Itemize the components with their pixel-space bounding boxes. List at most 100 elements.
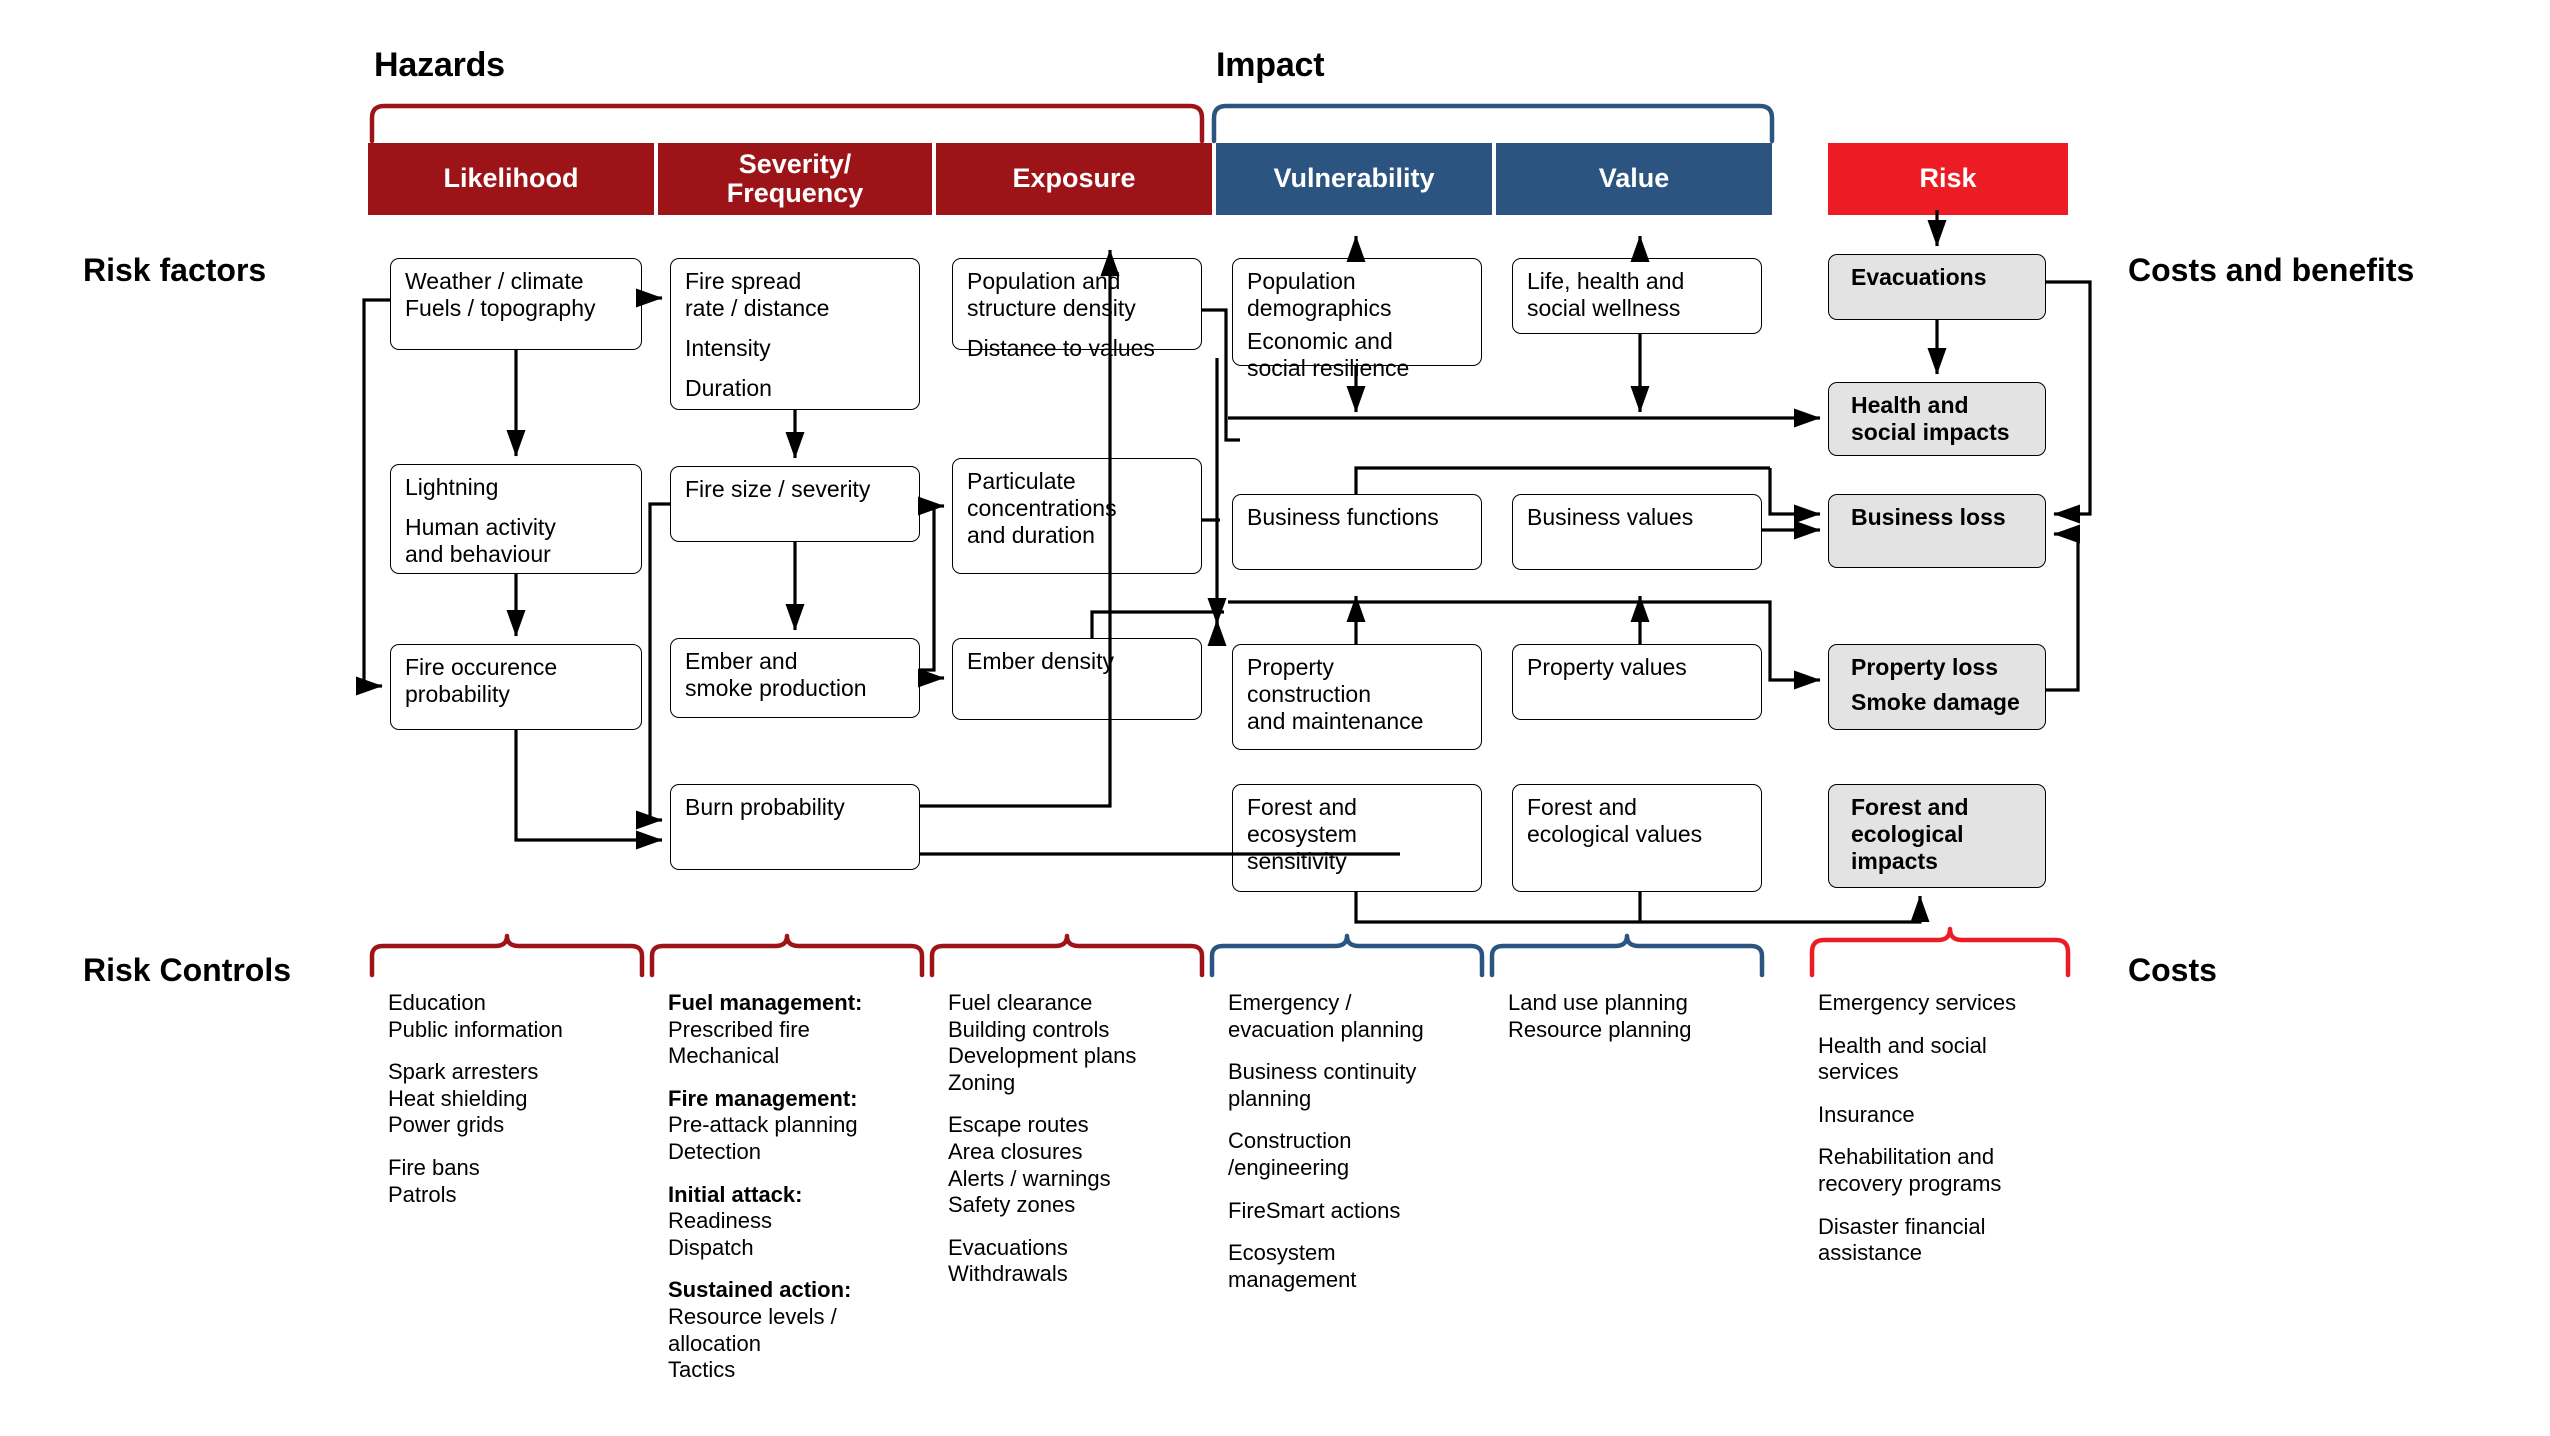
box-line: Particulate concentrations and duration <box>967 468 1117 549</box>
box-forest-ecological-values[interactable]: Forest and ecological values <box>1512 784 1762 892</box>
box-line: Distance to values <box>967 335 1155 362</box>
control-group: FireSmart actions <box>1228 1198 1493 1225</box>
control-group: Education Public information <box>388 990 653 1043</box>
control-item: Prescribed fire <box>668 1016 810 1042</box>
control-item: Spark arresters <box>388 1059 539 1085</box>
control-item: Detection <box>668 1139 761 1165</box>
control-group: Fuel clearance Building controls Develop… <box>948 990 1213 1096</box>
box-property-values[interactable]: Property values <box>1512 644 1762 720</box>
control-item: Resource levels / <box>668 1304 837 1330</box>
box-property-construction[interactable]: Property construction and maintenance <box>1232 644 1482 750</box>
box-line: Forest and ecological impacts <box>1851 794 1969 875</box>
arrow-embersmoke-to-particulate <box>917 496 945 672</box>
control-item: assistance <box>1818 1240 1922 1266</box>
header-vulnerability[interactable]: Vulnerability <box>1216 143 1492 215</box>
control-item: allocation <box>668 1330 761 1356</box>
box-line: Fuels / topography <box>405 295 596 322</box>
control-heading: Sustained action: <box>668 1277 852 1303</box>
box-line: Population demographics <box>1247 268 1392 322</box>
box-fire-spread-rate[interactable]: Fire spread rate / distance Intensity Du… <box>670 258 920 410</box>
control-group: Escape routes Area closures Alerts / war… <box>948 1112 1213 1218</box>
control-item: Fire bans <box>388 1155 480 1181</box>
control-item: Safety zones <box>948 1192 1076 1218</box>
control-group: Fuel management: Prescribed fire Mechani… <box>668 990 933 1070</box>
brace-controls-vulnerability <box>1209 933 1485 978</box>
control-item: Emergency / <box>1228 990 1352 1015</box>
box-line: Business values <box>1527 504 1694 530</box>
box-business-values[interactable]: Business values <box>1512 494 1762 570</box>
control-item: Power grids <box>388 1112 505 1138</box>
control-item: /engineering <box>1228 1155 1350 1181</box>
caption-hazards: Hazards <box>374 46 505 84</box>
control-item: recovery programs <box>1818 1171 2002 1197</box>
control-item: Withdrawals <box>948 1261 1068 1287</box>
control-item: Disaster financial <box>1818 1213 1986 1239</box>
box-business-functions[interactable]: Business functions <box>1232 494 1482 570</box>
control-item: Land use planning <box>1508 990 1688 1015</box>
box-fire-size-severity[interactable]: Fire size / severity <box>670 466 920 542</box>
caption-risk-controls: Risk Controls <box>83 952 292 988</box>
box-weather-climate[interactable]: Weather / climate Fuels / topography <box>390 258 642 350</box>
control-item: Public information <box>388 1016 563 1042</box>
control-item: Evacuations <box>948 1234 1068 1260</box>
control-group: Health and social services <box>1818 1033 2068 1086</box>
box-line: Ember density <box>967 648 1115 674</box>
control-item: Emergency services <box>1818 990 2017 1015</box>
header-value[interactable]: Value <box>1496 143 1772 215</box>
box-line: Human activity and behaviour <box>405 514 556 568</box>
control-item: Area closures <box>948 1139 1083 1165</box>
control-item: evacuation planning <box>1228 1016 1424 1042</box>
box-fire-occurence-probability[interactable]: Fire occurence probability <box>390 644 642 730</box>
box-line: Property construction and maintenance <box>1247 654 1424 735</box>
caption-costs-and-benefits: Costs and benefits <box>2128 252 2415 288</box>
box-life-health-social-wellness[interactable]: Life, health and social wellness <box>1512 258 1762 334</box>
control-item: FireSmart actions <box>1228 1197 1401 1223</box>
header-exposure[interactable]: Exposure <box>936 143 1212 215</box>
box-population-demographics[interactable]: Population demographics Economic and soc… <box>1232 258 1482 381</box>
box-line: Fire size / severity <box>685 476 871 502</box>
controls-likelihood: Education Public information Spark arres… <box>388 990 653 1208</box>
control-group: Emergency / evacuation planning <box>1228 990 1493 1043</box>
control-group: Spark arresters Heat shielding Power gri… <box>388 1059 653 1139</box>
header-likelihood[interactable]: Likelihood <box>368 143 654 215</box>
arrow-forestsens-to-forestimpacts <box>1354 892 1930 924</box>
box-burn-probability[interactable]: Burn probability <box>670 784 920 870</box>
box-line: Forest and ecological values <box>1527 794 1703 848</box>
box-property-loss-smoke-damage[interactable]: Property loss Smoke damage <box>1828 644 2046 730</box>
box-ember-density[interactable]: Ember density <box>952 638 1202 720</box>
box-health-social-impacts[interactable]: Health and social impacts <box>1828 382 2046 456</box>
control-item: Building controls <box>948 1016 1110 1042</box>
box-line: Population and structure density <box>967 268 1136 322</box>
control-group: Initial attack: Readiness Dispatch <box>668 1182 933 1262</box>
controls-severity: Fuel management: Prescribed fire Mechani… <box>668 990 933 1384</box>
brace-controls-exposure <box>929 933 1205 978</box>
box-line: Intensity <box>685 335 771 362</box>
control-item: Education <box>388 990 486 1015</box>
control-group: Rehabilitation and recovery programs <box>1818 1144 2068 1197</box>
box-line: Business loss <box>1851 504 2006 530</box>
box-business-loss[interactable]: Business loss <box>1828 494 2046 568</box>
brace-hazards <box>369 103 1205 144</box>
box-line: Weather / climate <box>405 268 584 294</box>
control-item: Business continuity <box>1228 1059 1417 1085</box>
control-item: Ecosystem <box>1228 1240 1336 1266</box>
header-risk[interactable]: Risk <box>1828 143 2068 215</box>
box-forest-ecological-impacts[interactable]: Forest and ecological impacts <box>1828 784 2046 888</box>
control-item: Fuel clearance <box>948 990 1093 1015</box>
control-group: Disaster financial assistance <box>1818 1214 2068 1267</box>
brace-controls-value <box>1489 933 1765 978</box>
header-severity-frequency[interactable]: Severity/ Frequency <box>658 143 932 215</box>
control-item: Dispatch <box>668 1234 754 1260</box>
box-particulate-concentrations[interactable]: Particulate concentrations and duration <box>952 458 1202 574</box>
control-item: Construction <box>1228 1128 1352 1154</box>
box-ember-smoke-production[interactable]: Ember and smoke production <box>670 638 920 718</box>
control-group: Business continuity planning <box>1228 1059 1493 1112</box>
box-line: Property values <box>1527 654 1687 680</box>
box-population-structure-density[interactable]: Population and structure density Distanc… <box>952 258 1202 361</box>
box-evacuations[interactable]: Evacuations <box>1828 254 2046 320</box>
box-forest-ecosystem-sensitivity[interactable]: Forest and ecosystem sensitivity <box>1232 784 1482 892</box>
control-item: Patrols <box>388 1181 457 1207</box>
box-line: Burn probability <box>685 794 845 820</box>
box-lightning-human-activity[interactable]: Lightning Human activity and behaviour <box>390 464 642 574</box>
